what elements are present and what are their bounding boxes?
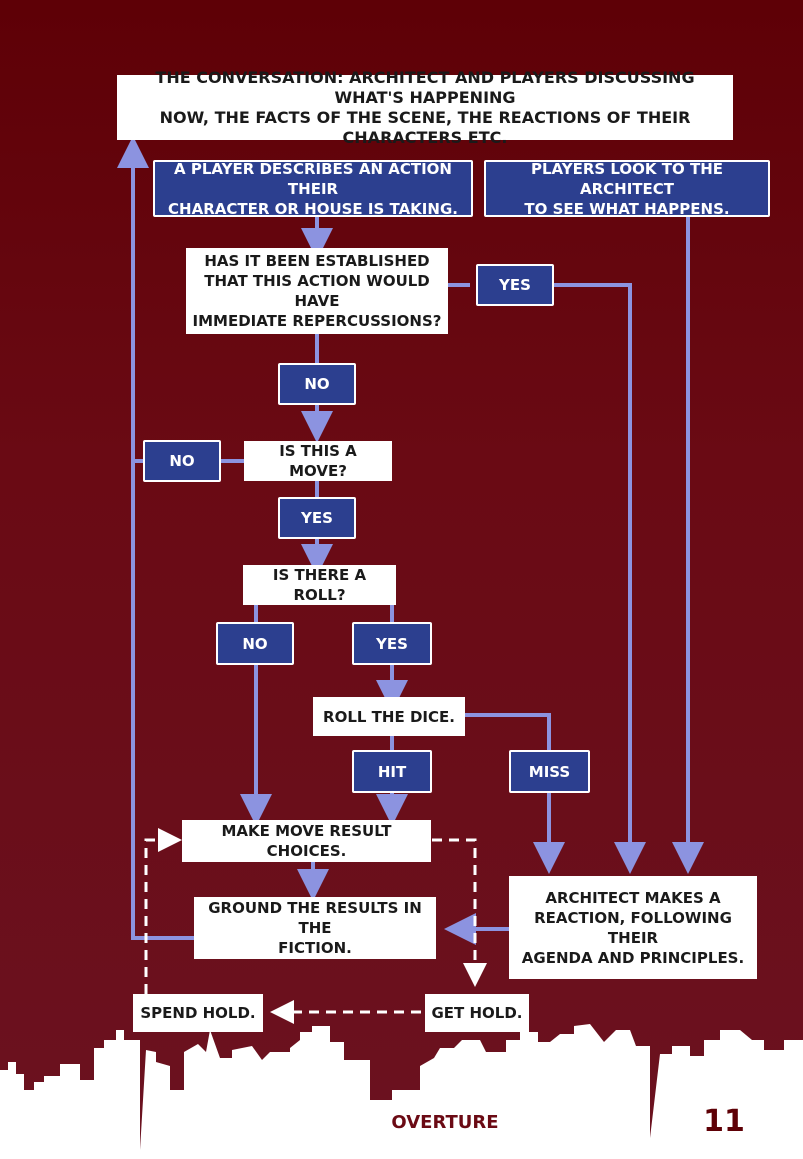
no-badge-move: NO	[143, 440, 221, 482]
established-question-box: HAS IT BEEN ESTABLISHED THAT THIS ACTION…	[186, 248, 448, 334]
conversation-box: THE CONVERSATION: ARCHITECT AND PLAYERS …	[117, 68, 733, 147]
no-badge-established: NO	[278, 363, 356, 405]
yes-badge-move: YES	[278, 497, 356, 539]
connector-yes-to-architect	[553, 283, 646, 874]
is-roll-question-box: IS THERE A ROLL?	[243, 565, 396, 605]
dashed-connector-spend-to-choices	[144, 828, 182, 994]
section-title: OVERTURE	[391, 1112, 499, 1133]
yes-badge-roll: YES	[352, 622, 432, 665]
spend-hold-box: SPEND HOLD.	[133, 994, 263, 1032]
dashed-connector-choices-to-get-hold	[432, 838, 487, 987]
is-move-question-box: IS THIS A MOVE?	[244, 441, 392, 481]
no-badge-roll: NO	[216, 622, 294, 665]
miss-badge: MISS	[509, 750, 590, 793]
hit-badge: HIT	[352, 750, 432, 793]
architect-reaction-box: ARCHITECT MAKES A REACTION, FOLLOWING TH…	[509, 876, 757, 979]
player-action-box: A PLAYER DESCRIBES AN ACTION THEIR CHARA…	[153, 160, 473, 218]
get-hold-box: GET HOLD.	[425, 994, 529, 1032]
ground-results-box: GROUND THE RESULTS IN THE FICTION.	[194, 897, 436, 959]
make-choices-box: MAKE MOVE RESULT CHOICES.	[182, 820, 431, 862]
look-to-architect-box: PLAYERS LOOK TO THE ARCHITECT TO SEE WHA…	[484, 160, 770, 218]
page-number: 11	[703, 1104, 745, 1139]
yes-badge-established: YES	[476, 264, 554, 306]
roll-dice-box: ROLL THE DICE.	[313, 697, 465, 736]
